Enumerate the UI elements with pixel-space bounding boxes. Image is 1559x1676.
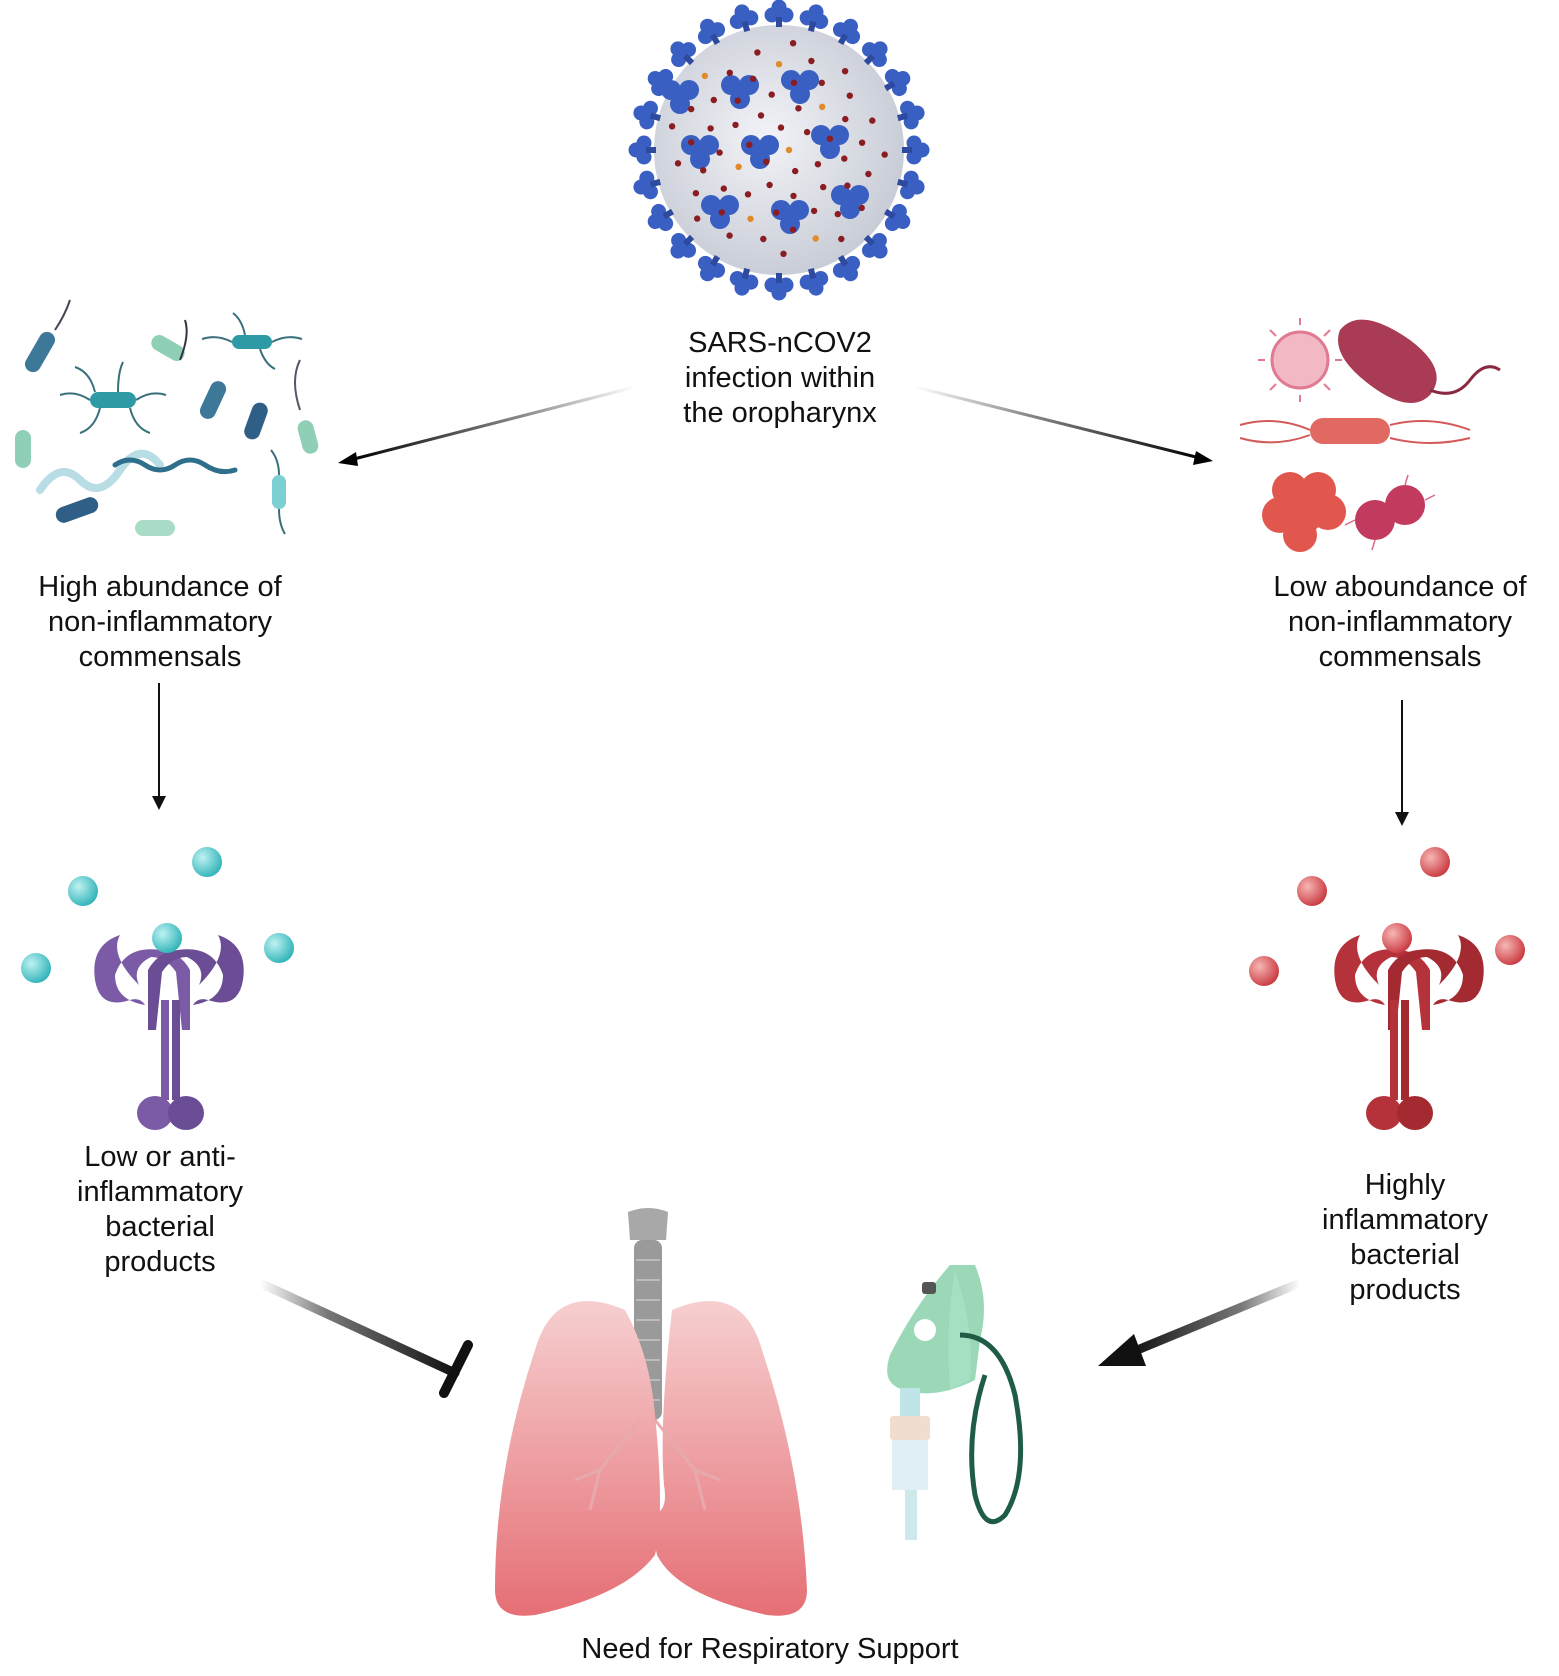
sars-cov-2-virus-icon (628, 0, 930, 301)
label-line: Low aboundance of (1273, 571, 1527, 603)
stimulation-arrow (1098, 1278, 1305, 1366)
anti-inflammatory-ligand-icon (21, 847, 294, 983)
oxygen-mask-icon (887, 1265, 1024, 1540)
label-line: products (104, 1246, 216, 1278)
label-line: commensals (78, 641, 242, 673)
label-line: inflammatory (1322, 1204, 1488, 1236)
label-line: products (1349, 1274, 1461, 1306)
commensal-bacteria-icon (15, 299, 319, 536)
right-products-label: Highly inflammatory bacterial products (1280, 1168, 1530, 1308)
label-line: non-inflammatory (1287, 606, 1513, 638)
left-commensals-label: High abundance of non-inflammatory comme… (10, 570, 310, 675)
label-line: the oropharynx (683, 397, 877, 429)
inflammatory-ligand-icon (1249, 847, 1525, 986)
arrow-down-right (1395, 700, 1409, 826)
label-line: bacterial (105, 1211, 215, 1243)
arrow-down-left (152, 683, 166, 810)
label-line: non-inflammatory (47, 606, 273, 638)
right-commensals-label: Low aboundance of non-inflammatory comme… (1245, 570, 1555, 675)
label-line: infection within (684, 362, 876, 394)
arrow-to-left-commensals (338, 385, 636, 466)
label-line: Low or anti- (84, 1141, 236, 1173)
label-line: inflammatory (77, 1176, 243, 1208)
label-line: High abundance of (38, 571, 282, 603)
label-line: Need for Respiratory Support (581, 1633, 959, 1665)
pathogenic-bacteria-icon (1239, 318, 1501, 552)
label-line: bacterial (1350, 1239, 1460, 1271)
label-line: Highly (1364, 1169, 1446, 1201)
arrow-to-right-pathogens (914, 385, 1213, 465)
left-products-label: Low or anti- inflammatory bacterial prod… (40, 1140, 280, 1280)
lungs-icon (495, 1208, 807, 1616)
inhibition-arrow (255, 1278, 473, 1398)
receptor-icon (1334, 935, 1484, 1130)
respiratory-support-label: Need for Respiratory Support (500, 1632, 1040, 1667)
label-line: commensals (1318, 641, 1482, 673)
label-line: SARS-nCOV2 (688, 327, 872, 359)
receptor-icon (94, 935, 244, 1130)
virus-infection-label: SARS-nCOV2 infection within the orophary… (620, 326, 940, 431)
